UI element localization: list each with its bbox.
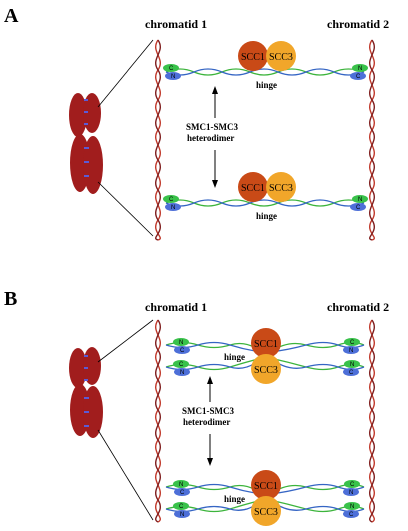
- panel-a-bottom-scc3-label: SCC3: [269, 183, 293, 194]
- panel-b-top-left-n2-terminal: [174, 368, 190, 376]
- panel-b-bottom-hinge-label: hinge: [224, 494, 245, 504]
- panel-b-bottom-left-c1-terminal: [174, 488, 190, 496]
- panel-a-bottom-left-n-label: N: [171, 205, 175, 211]
- panel-b-bottom-right-c2-label: C: [349, 512, 354, 518]
- panel-b-bottom-scc1-label: SCC1: [254, 481, 278, 492]
- panel-a-top-left-c-terminal: [163, 64, 179, 72]
- panel-a-top-scc3-label: SCC3: [269, 52, 293, 63]
- panel-a-bottom-left-n-terminal: [165, 203, 181, 211]
- panel-b-top-scc3-label: SCC3: [254, 365, 278, 376]
- panel-a-bottom-scc1-label: SCC1: [241, 183, 265, 194]
- panel-b-top-scc3: [251, 354, 281, 384]
- panel-b-bottom-right-n2-terminal: [344, 502, 360, 510]
- panel-b-bottom-left-n1-label: N: [179, 482, 183, 488]
- panel-b-top-left-n1-label: N: [179, 340, 183, 346]
- panel-b-bottom-left-n1-terminal: [173, 480, 189, 488]
- panel-b-top-right-n1-terminal: [343, 346, 359, 354]
- panel-b-heterodimer-annotation: SMC1-SMC3 heterodimer: [182, 376, 234, 466]
- panel-b-bottom-left-c2-label: C: [179, 504, 184, 510]
- panel-a-chromatid-2-dna: [369, 39, 375, 241]
- panel-b-bottom-left-c2-terminal: [173, 502, 189, 510]
- panel-b-chromatid-2-label: chromatid 2: [327, 300, 389, 314]
- panel-b-top-right-n2-terminal: [344, 360, 360, 368]
- panel-b-top-right-c1-terminal: [344, 338, 360, 346]
- panel-b: B chromatid 1 chromatid 2: [4, 288, 389, 526]
- panel-b-bottom-left-c1-label: C: [180, 490, 185, 496]
- panel-a-chromatid-1-label: chromatid 1: [145, 17, 207, 31]
- panel-a-bottom-right-c-label: C: [356, 205, 361, 211]
- panel-a-dimer-label-1: SMC1-SMC3: [186, 122, 238, 132]
- panel-b-dimer-label-1: SMC1-SMC3: [182, 406, 234, 416]
- panel-a-top-left-n-terminal: [165, 72, 181, 80]
- panel-b-top-right-c2-terminal: [343, 368, 359, 376]
- panel-b-top-scc1-label: SCC1: [254, 339, 278, 350]
- panel-a-bottom-scc3: [266, 172, 296, 202]
- panel-b-chromatid-2-dna: [369, 319, 375, 523]
- panel-b-chromatid-1-dna: [155, 319, 161, 523]
- panel-a-bottom-left-c-terminal: [163, 195, 179, 203]
- panel-a-top-hinge-label: hinge: [256, 80, 277, 90]
- panel-b-top-right-c1-label: C: [350, 340, 355, 346]
- panel-a-bottom-right-n-terminal: [352, 195, 368, 203]
- panel-a-top-right-c-label: C: [356, 74, 361, 80]
- panel-b-top-hinge-label: hinge: [224, 352, 245, 362]
- panel-a-bottom-right-n-label: N: [358, 197, 362, 203]
- panel-b-bottom-scc1: [251, 470, 281, 500]
- panel-b-top-left-n1-terminal: [173, 338, 189, 346]
- panel-b-top-right-c2-label: C: [349, 370, 354, 376]
- panel-a-bottom-hinge-label: hinge: [256, 211, 277, 221]
- panel-a-top-left-n-label: N: [171, 74, 175, 80]
- panel-a-top-scc1-label: SCC1: [241, 52, 265, 63]
- panel-a: A chromatid 1 chromatid 2: [4, 5, 389, 241]
- panel-b-chromatid-1-label: chromatid 1: [145, 300, 207, 314]
- panel-a-letter: A: [4, 5, 19, 27]
- panel-b-bottom-scc3-label: SCC3: [254, 507, 278, 518]
- panel-a-chromatid-1-dna: [155, 39, 161, 241]
- panel-b-top-right-n1-label: N: [349, 348, 353, 354]
- panel-a-top-right-c-terminal: [350, 72, 366, 80]
- panel-b-bottom-right-c1-terminal: [344, 480, 360, 488]
- panel-b-letter: B: [4, 288, 17, 310]
- panel-b-top-left-c2-label: C: [179, 362, 184, 368]
- panel-b-top-right-n2-label: N: [350, 362, 354, 368]
- panel-b-bottom-right-c2-terminal: [343, 510, 359, 518]
- panel-b-bottom-scc3: [251, 496, 281, 526]
- panel-a-top-scc3: [266, 41, 296, 71]
- panel-a-bottom-left-c-label: C: [169, 197, 174, 203]
- panel-a-top-right-n-terminal: [352, 64, 368, 72]
- panel-a-bottom-cohesin: C N N C SCC1 SCC3 hinge: [163, 172, 368, 221]
- panel-b-top-left-c1-terminal: [174, 346, 190, 354]
- panel-a-dimer-label-2: heterodimer: [187, 133, 234, 143]
- panel-a-chromatid-2-label: chromatid 2: [327, 17, 389, 31]
- panel-a-chromosome-icon: [69, 39, 154, 237]
- panel-a-top-left-c-label: C: [169, 66, 174, 72]
- panel-b-top-scc1: [251, 328, 281, 358]
- panel-b-bottom-right-c1-label: C: [350, 482, 355, 488]
- panel-b-bottom-right-n1-terminal: [343, 488, 359, 496]
- panel-b-top-left-c1-label: C: [180, 348, 185, 354]
- panel-b-top-cohesin: N C C N C N N C SCC1 SCC3 hinge: [165, 328, 365, 384]
- panel-b-chromosome-icon: [69, 319, 154, 521]
- panel-a-heterodimer-annotation: SMC1-SMC3 heterodimer: [186, 86, 238, 188]
- panel-a-top-scc1: [238, 41, 268, 71]
- panel-b-top-left-c2-terminal: [173, 360, 189, 368]
- panel-a-bottom-scc1: [238, 172, 268, 202]
- panel-b-dimer-label-2: heterodimer: [183, 417, 230, 427]
- panel-a-top-right-n-label: N: [358, 66, 362, 72]
- panel-b-bottom-left-n2-terminal: [174, 510, 190, 518]
- panel-b-top-left-n2-label: N: [180, 370, 184, 376]
- panel-b-bottom-right-n2-label: N: [350, 504, 354, 510]
- panel-b-bottom-left-n2-label: N: [180, 512, 184, 518]
- panel-a-top-cohesin: C N N C SCC1 SCC3 hinge: [163, 41, 368, 90]
- panel-a-bottom-right-c-terminal: [350, 203, 366, 211]
- panel-b-bottom-cohesin: N C C N C N N C SCC1 SCC3 hinge: [165, 470, 365, 526]
- panel-b-bottom-right-n1-label: N: [349, 490, 353, 496]
